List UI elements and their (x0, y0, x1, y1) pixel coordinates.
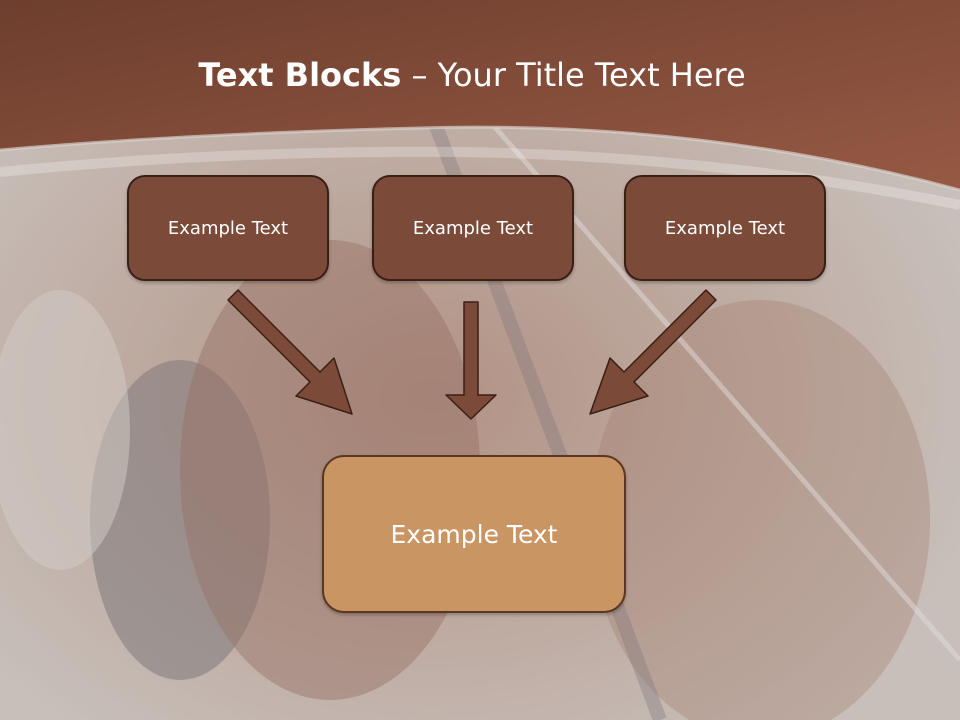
text-block-left[interactable]: Example Text (127, 175, 329, 281)
text-block-label: Example Text (167, 217, 289, 239)
arrow-left-icon (227, 289, 353, 415)
text-block-label: Example Text (412, 217, 534, 239)
text-block-label: Example Text (664, 217, 786, 239)
arrow-right-icon (589, 289, 717, 415)
text-block-result[interactable]: Example Text (322, 455, 626, 613)
text-block-center[interactable]: Example Text (372, 175, 574, 281)
text-block-right[interactable]: Example Text (624, 175, 826, 281)
title-bold-text: Text Blocks (198, 56, 402, 94)
arrow-down-icon (445, 301, 497, 420)
slide-title: Text Blocks – Your Title Text Here (0, 52, 944, 98)
text-block-label: Example Text (390, 519, 558, 549)
title-rest-text: – Your Title Text Here (401, 56, 746, 94)
